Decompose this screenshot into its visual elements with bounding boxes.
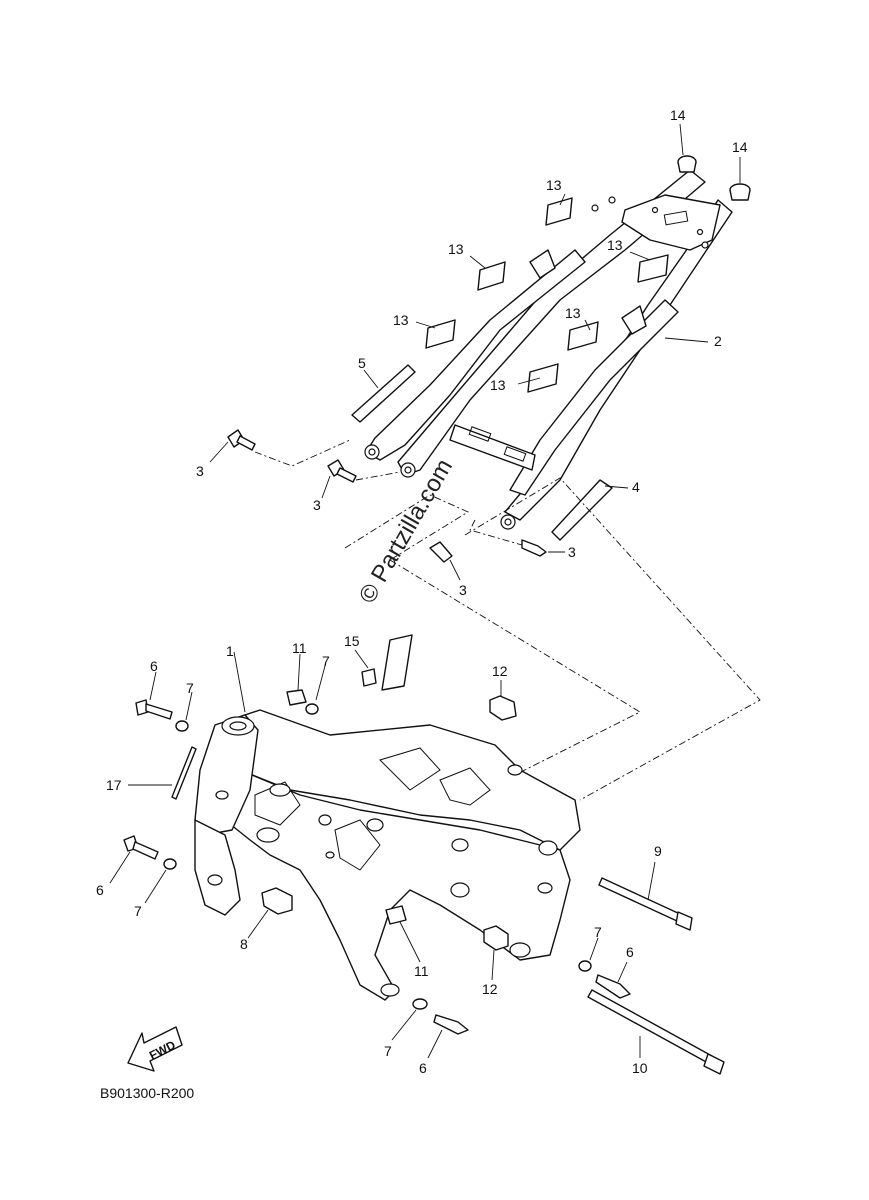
bolt-12-a [489,695,517,721]
callout-6-mid-left: 6 [96,882,104,898]
bolt-3-c [429,541,453,563]
leader-lines [109,123,741,1059]
callout-7-mid-left: 7 [134,903,142,919]
callout-6-right: 6 [626,944,634,960]
bolt-10 [587,989,725,1075]
washer-7-d [578,960,592,972]
bolt-6-d [433,1014,469,1035]
callout-8: 8 [240,936,248,952]
callout-3-b: 3 [313,497,321,513]
washer-7-a [175,720,189,732]
bolt-12-b [483,925,509,951]
callout-13-top: 13 [546,177,562,193]
cap-plug-right [729,183,751,201]
callout-13-upper-right: 13 [607,237,623,253]
bolt-3-a [227,429,256,451]
callout-1: 1 [226,643,234,659]
main-frame [194,709,581,1001]
callout-labels: 14 14 13 13 13 13 13 13 2 5 4 3 3 3 3 1 … [96,107,748,1076]
callout-11-top: 11 [292,640,307,656]
label-sticker [381,634,413,691]
callout-9: 9 [654,843,662,859]
rear-subframe [364,169,733,530]
cap-plug-left [677,155,697,173]
callout-5: 5 [358,355,366,371]
callout-11-bottom: 11 [414,963,429,979]
callout-2: 2 [714,333,722,349]
side-plate-5 [351,364,416,423]
side-plate-4 [551,479,613,541]
callout-7-top: 7 [322,653,330,669]
bolt-8 [261,887,293,915]
callout-13-mid-right: 13 [565,305,581,321]
washer-7-b [163,858,177,870]
diagram-code: B901300-R200 [100,1085,194,1101]
callout-14-right: 14 [732,139,748,155]
callout-10: 10 [632,1060,648,1076]
callout-12-bottom: 12 [482,981,498,997]
callout-4: 4 [632,479,640,495]
callout-6-bottom: 6 [419,1060,427,1076]
bolt-6-a [135,699,173,720]
callout-7-bottom: 7 [384,1043,392,1059]
bolt-6-b [123,835,159,860]
callout-15: 15 [344,633,360,649]
washer-7-c [305,703,319,715]
plate-17 [171,746,197,800]
callout-3-d: 3 [459,582,467,598]
nut-11-a [286,689,307,706]
bolt-3-d [521,539,547,557]
bolt-6-c [595,974,631,999]
fwd-arrow-icon: FWD [127,1026,183,1072]
callout-7-top-left: 7 [186,680,194,696]
bolt-9 [598,877,693,931]
clip-15 [361,668,377,687]
callout-3-c: 3 [568,544,576,560]
watermark: © Partzilla.com [354,454,458,608]
callout-17: 17 [106,777,122,793]
callout-3-a: 3 [196,463,204,479]
callout-6-top-left: 6 [150,658,158,674]
callout-13-upper-left: 13 [448,241,464,257]
callout-13-lower: 13 [490,377,506,393]
nut-11-b [385,905,407,925]
callout-14-left: 14 [670,107,686,123]
callout-7-right: 7 [594,924,602,940]
bolt-3-b [327,459,357,483]
callout-12-top: 12 [492,663,508,679]
washer-7-e [412,998,428,1010]
callout-13-mid-left: 13 [393,312,409,328]
